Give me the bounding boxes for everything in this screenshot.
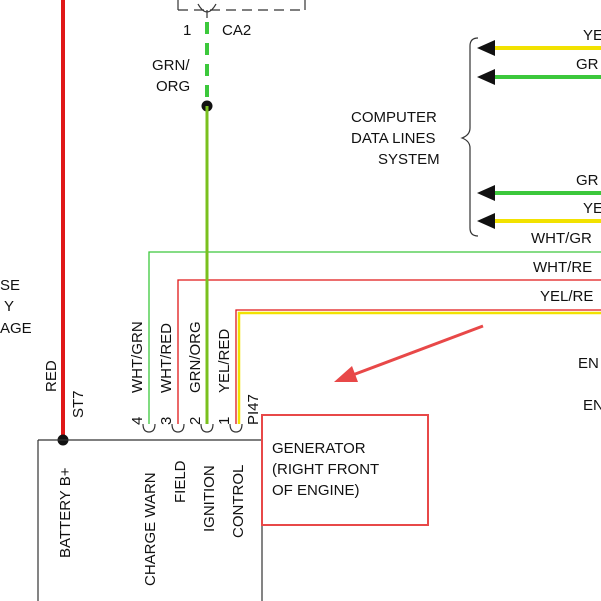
pin3-wire-label: WHT/RED [158,323,175,393]
generator-label-line2: (RIGHT FRONT [272,461,379,478]
arrow-left-icon [477,40,495,56]
wire-yel-red [235,309,601,424]
pin1-function-label: CONTROL [230,465,247,538]
pin1-wire-label: YEL/RED [216,329,233,393]
connector-pin-icon [171,423,185,433]
wire-wht-grn [148,251,601,424]
pin3-number: 3 [158,417,175,425]
arrow-left-icon [477,69,495,85]
ca2-connector-id: CA2 [222,22,251,39]
computer-data-label-line2: DATA LINES [351,130,435,147]
ignition-wire-label-line1: GRN/ [152,57,190,74]
wire-label-right: WHT/RE [533,259,592,276]
data-wire-label: YE [583,27,601,44]
ca2-pin-number: 1 [183,22,191,39]
generator-label-line1: GENERATOR [272,440,366,457]
left-cut-text: SE [0,277,20,294]
top-connector [177,0,306,18]
battery-splice-label: ST7 [70,390,87,418]
data-lines-bracket [460,37,479,237]
computer-data-label-line3: SYSTEM [378,151,440,168]
data-wire-label: YE [583,200,601,217]
annotation-arrow-icon [334,324,484,382]
ignition-wire-label-line2: ORG [156,78,190,95]
arrow-left-icon [477,213,495,229]
computer-data-label-line1: COMPUTER [351,109,437,126]
pin4-wire-label: WHT/GRN [129,321,146,393]
data-line-3: GR [477,172,601,201]
data-line-4: YE [477,200,601,229]
data-line-1: YE [477,27,601,56]
pin2-wire-label: GRN/ORG [187,321,204,393]
pin2-function-label: IGNITION [201,465,218,532]
battery-terminal-label: BATTERY B+ [57,467,74,558]
data-line-2: GR [477,56,601,85]
pin1-number: 1 [216,417,233,425]
generator-connector-id: PI47 [245,394,262,425]
right-cut-text: EN [583,397,601,414]
wire-label-right: YEL/RE [540,288,593,305]
generator-callout-box [261,414,429,526]
pin2-number: 2 [187,417,204,425]
pin4-function-label: CHARGE WARN [142,472,159,586]
connector-pin-icon [142,423,156,433]
pin3-function-label: FIELD [172,460,189,503]
left-cut-text: AGE [0,320,32,337]
arrow-left-icon [477,185,495,201]
generator-connector [142,423,243,433]
battery-wire-color-label: RED [43,360,60,392]
left-cut-text: Y [4,298,14,315]
generator-label-line3: OF ENGINE) [272,482,360,499]
data-wire-label: GR [576,56,599,73]
data-wire-label: GR [576,172,599,189]
data-wire-label: WHT/GR [531,230,592,247]
wire-wht-red [177,279,601,424]
right-cut-text: EN [578,355,599,372]
connector-pin-icon [200,423,214,433]
connector-pin-icon [229,423,243,433]
pin4-number: 4 [129,417,146,425]
